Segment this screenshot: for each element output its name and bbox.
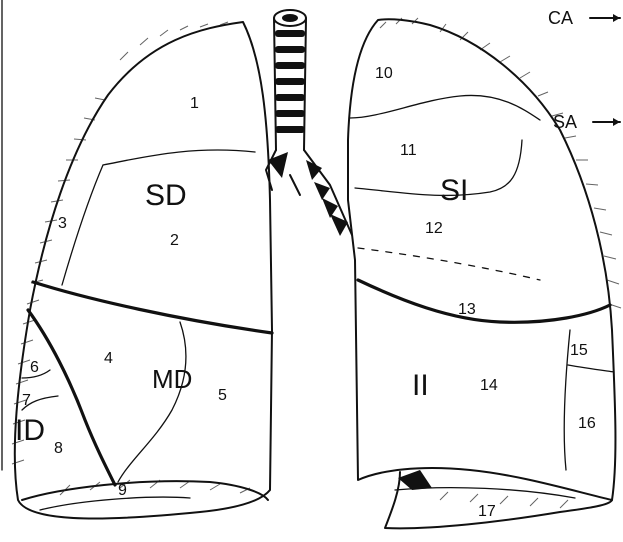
lobe-label-ii: II	[412, 369, 429, 402]
segment-number: 12	[425, 220, 443, 237]
oblique-fissure	[28, 310, 115, 485]
segment-number: 8	[54, 440, 63, 457]
trachea-ring	[275, 110, 305, 117]
segment-4-5-boundary	[118, 322, 186, 482]
right-bronchus-ring	[268, 152, 288, 178]
segment-12-13-boundary	[358, 248, 540, 280]
segment-number: 6	[30, 359, 39, 376]
left-lung-lateral-shading	[440, 24, 621, 308]
segment-number: 15	[570, 342, 588, 359]
left-base-dark-region	[398, 470, 432, 490]
annotation-arrows: CA SA	[548, 8, 620, 132]
segment-number: 16	[578, 415, 596, 432]
segment-number: 5	[218, 387, 227, 404]
trachea-ring	[275, 62, 305, 69]
trachea-ring	[275, 30, 305, 37]
trachea	[266, 10, 352, 236]
segment-number: 17	[478, 503, 496, 520]
left-lung-outline	[348, 19, 615, 500]
carina	[290, 175, 300, 195]
sa-label: SA	[553, 112, 577, 132]
lobe-label-id: ID	[15, 414, 45, 447]
segment-15-16-boundary	[568, 365, 614, 372]
trachea-ring	[275, 94, 305, 101]
segment-number: 7	[22, 392, 31, 409]
trachea-lumen	[282, 14, 298, 22]
lobe-label-si: SI	[440, 174, 468, 207]
segment-17-inner-line	[395, 488, 575, 498]
lobe-label-sd: SD	[145, 179, 187, 212]
left-lung	[348, 18, 621, 528]
left-bronchus-ring	[314, 182, 330, 200]
segment-10-boundary	[350, 95, 540, 120]
trachea-ring	[275, 78, 305, 85]
ca-label: CA	[548, 8, 573, 28]
left-oblique-fissure	[358, 280, 610, 322]
segment-1-boundary	[103, 150, 255, 165]
segment-number: 10	[375, 65, 393, 82]
segment-number: 2	[170, 232, 179, 249]
segment-number: 4	[104, 350, 113, 367]
segment-number: 13	[458, 301, 476, 318]
segment-11-12-boundary	[355, 140, 522, 195]
segment-number: 9	[118, 482, 127, 499]
segment-number: 14	[480, 377, 498, 394]
right-lung-lateral-shading	[12, 98, 105, 464]
right-lung	[12, 22, 272, 519]
segment-3-boundary	[62, 165, 103, 285]
trachea-ring	[275, 46, 305, 53]
segment-9-inner-line	[40, 497, 190, 510]
segment-number: 1	[190, 95, 199, 112]
segment-number: 3	[58, 215, 67, 232]
ca-arrowhead	[613, 14, 620, 22]
sa-arrowhead	[613, 118, 620, 126]
trachea-ring	[275, 126, 305, 133]
lobe-label-md: MD	[152, 364, 192, 394]
left-bronchus-ring	[322, 198, 338, 218]
segment-number: 11	[400, 142, 417, 159]
horizontal-fissure	[33, 282, 272, 333]
